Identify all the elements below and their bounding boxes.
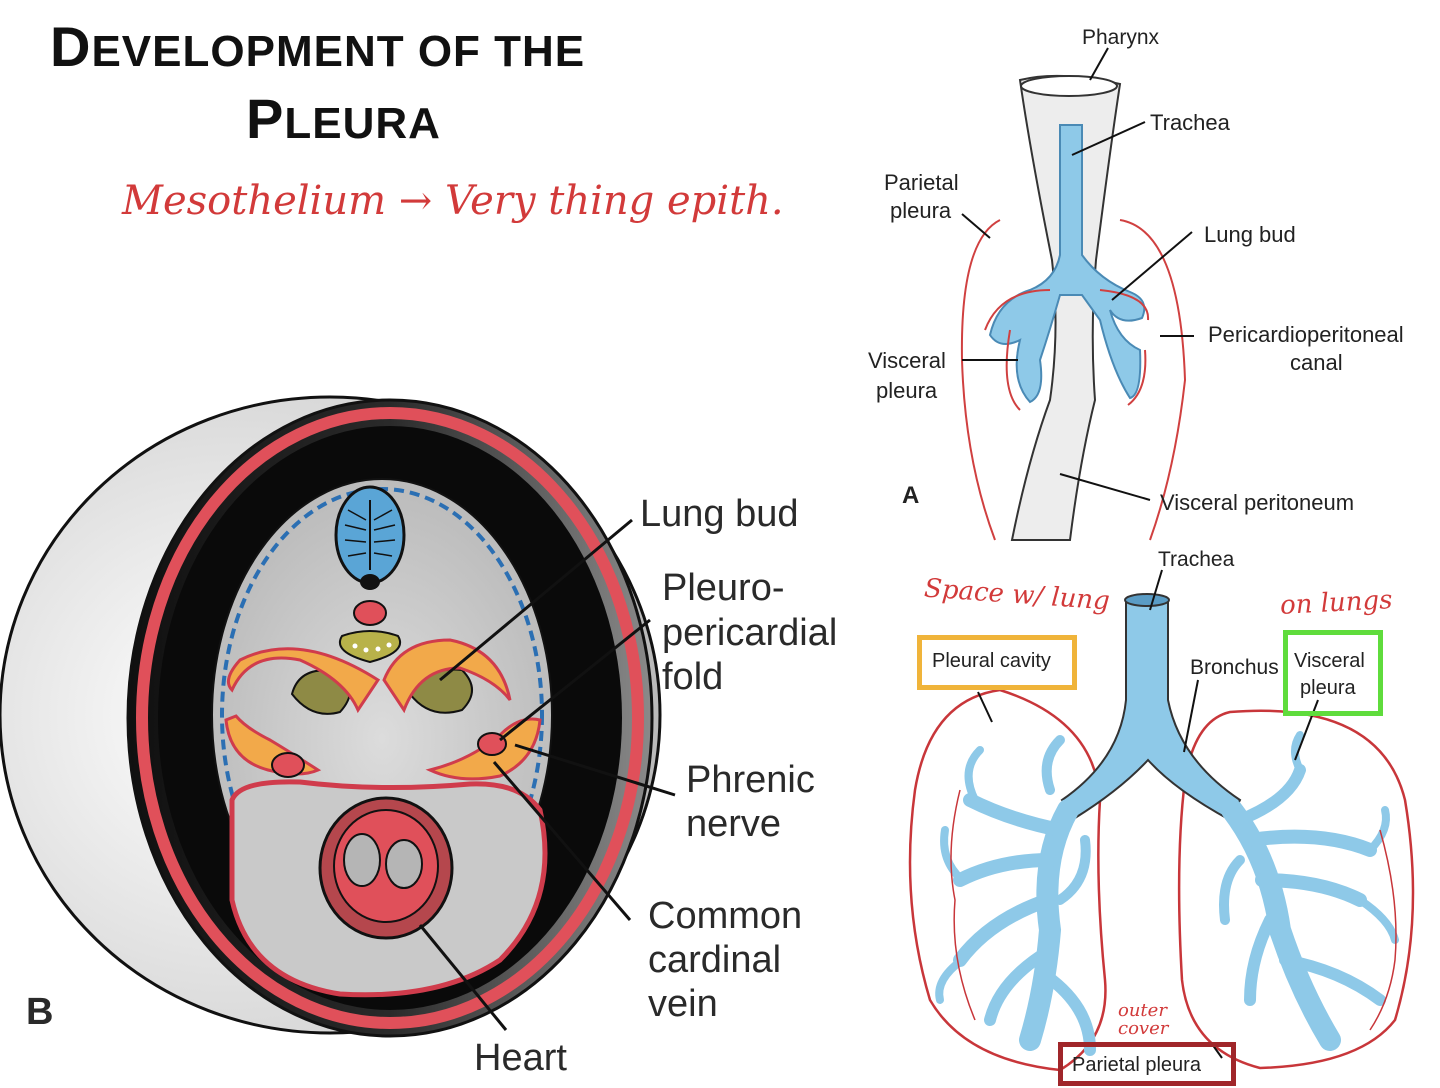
title-capital-p: P (246, 87, 285, 150)
leader-heart (418, 924, 508, 1031)
label-a-letter: A (902, 482, 920, 509)
body-wall-red-layer (136, 407, 644, 1029)
right-bronchial-tree (1219, 731, 1399, 1051)
leader-lung-bud-a (1111, 231, 1193, 301)
label-pericardio-2: canal (1290, 350, 1343, 375)
parietal-pleura-box (1058, 1042, 1236, 1086)
label-visceral-c-2: pleura (1300, 677, 1356, 699)
neural-tube-striations (344, 509, 396, 557)
leader-cardinal (492, 761, 632, 921)
left-cardinal-vein (271, 752, 305, 778)
title-line-1-rest: EVELOPMENT OF THE (91, 27, 586, 76)
leader-parietal-a (961, 213, 991, 239)
cover-annotation: cover (1118, 1018, 1169, 1039)
leader-bronchus (1183, 679, 1199, 753)
label-pleural-cavity: Pleural cavity (932, 650, 1051, 672)
right-parietal-outline (1177, 709, 1415, 1070)
visceral-pleura-outline (950, 789, 1397, 1031)
label-lung-bud-b: Lung bud (640, 493, 799, 535)
leader-pleural-cavity (977, 691, 993, 723)
label-pericardio-1: Pericardioperitoneal (1208, 322, 1404, 347)
title-line-2-rest: LEURA (284, 99, 441, 148)
trachea-opening-c (1124, 593, 1170, 607)
label-cardinal-3: vein (648, 983, 718, 1025)
label-pleuro-2: pericardial (662, 612, 838, 654)
label-visceral-c-1: Visceral (1294, 650, 1365, 672)
foregut-dots (352, 642, 392, 653)
left-pleural-fold (226, 647, 381, 714)
leader-phrenic (514, 743, 676, 797)
label-pleuro-3: fold (662, 656, 724, 698)
foregut (339, 630, 401, 664)
on-lungs-annotation: on lungs (1279, 585, 1394, 621)
slide-title-line-2: PLEURA (246, 86, 441, 151)
label-visceral-a-1: Visceral (868, 348, 946, 373)
lung-bud-membrane-a (984, 289, 1150, 411)
heart-lumen-right (385, 839, 423, 889)
leader-pharynx (1089, 47, 1109, 81)
label-cardinal-1: Common (648, 895, 803, 937)
leader-pleuropericardial (499, 618, 651, 742)
label-heart: Heart (474, 1037, 567, 1079)
mesothelium-annotation: Mesothelium → Very thing epith. (122, 178, 784, 224)
pleural-cavity-box (917, 635, 1077, 690)
trachea-c (1060, 599, 1242, 822)
pharynx-opening (1020, 75, 1118, 97)
label-trachea-a: Trachea (1150, 110, 1230, 135)
label-phrenic-2: nerve (686, 803, 782, 845)
pharynx-esophagus (1010, 74, 1122, 541)
label-lung-bud-a: Lung bud (1204, 222, 1296, 247)
heart-lumen-left (343, 833, 381, 887)
label-pharynx: Pharynx (1082, 26, 1160, 49)
slide-title-line-1: DEVELOPMENT OF THE (50, 14, 585, 79)
label-bronchus: Bronchus (1190, 656, 1279, 679)
label-cardinal-2: cardinal (648, 939, 782, 981)
right-pleural-fold (382, 638, 512, 714)
trachea-a (988, 124, 1146, 404)
label-b-letter: B (26, 991, 54, 1033)
outer-annotation: outer (1118, 1000, 1167, 1021)
title-capital-d: D (50, 15, 92, 78)
leader-trachea-c (1149, 569, 1163, 611)
leader-visceral-peritoneum (1059, 473, 1151, 501)
label-phrenic-1: Phrenic (686, 759, 815, 801)
label-visceral-peritoneum: Visceral peritoneum (1160, 490, 1355, 515)
label-pleuro-1: Pleuro- (662, 567, 785, 609)
leader-lung-bud (439, 518, 633, 682)
leader-trachea-a (1071, 121, 1146, 156)
label-trachea-c: Trachea (1158, 548, 1235, 571)
label-parietal-a-1: Parietal (884, 170, 959, 195)
left-bronchial-tree (935, 735, 1096, 1056)
notochord (360, 574, 380, 590)
right-cardinal-vein (477, 732, 507, 756)
visceral-pleura-box (1283, 630, 1383, 716)
label-parietal-a-2: pleura (890, 198, 952, 223)
label-parietal-c: Parietal pleura (1072, 1054, 1201, 1076)
label-visceral-a-2: pleura (876, 378, 938, 403)
dorsal-aorta (353, 600, 387, 626)
leader-visceral-c (1294, 699, 1319, 761)
